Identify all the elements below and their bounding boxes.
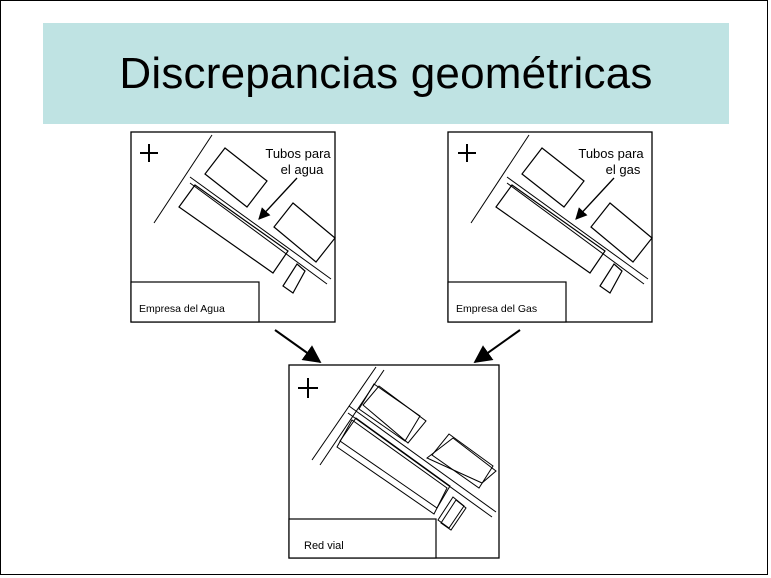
building-outline — [440, 499, 467, 531]
arrow-icon — [274, 329, 322, 364]
plus-icon — [298, 378, 318, 398]
road-line — [153, 134, 332, 285]
panel-roads: Red vial — [288, 364, 500, 559]
panel-water: Tubos para el agua Empresa del Agua — [130, 131, 336, 323]
page-title: Discrepancias geométricas — [119, 48, 653, 98]
building-outline — [178, 184, 289, 274]
panel-caption: Red vial — [304, 540, 344, 552]
building-outline — [495, 184, 606, 274]
note-label: Tubos para — [578, 146, 644, 161]
panel-gas: Tubos para el gas Empresa del Gas — [447, 131, 653, 323]
building-outline — [362, 385, 427, 444]
plus-icon — [458, 144, 476, 162]
building-outline — [521, 147, 585, 208]
building-outline — [282, 263, 306, 294]
building-outline — [599, 263, 623, 294]
caption-box — [130, 281, 260, 323]
plus-icon — [140, 144, 158, 162]
building-outline — [426, 437, 497, 484]
note-label: el agua — [281, 162, 324, 177]
road-line — [470, 134, 649, 285]
arrow-icon — [575, 177, 615, 220]
panel-caption: Empresa del Gas — [456, 303, 537, 315]
caption-box — [447, 281, 567, 323]
building-outline — [590, 202, 653, 263]
arrow-icon — [473, 329, 521, 364]
note-label: el gas — [606, 162, 641, 177]
building-outline — [339, 417, 451, 509]
arrow-icon — [258, 177, 298, 220]
building-outline — [204, 147, 268, 208]
panel-caption: Empresa del Agua — [139, 303, 225, 315]
building-outline — [273, 202, 336, 263]
title-band: Discrepancias geométricas — [43, 23, 729, 124]
caption-box — [288, 518, 437, 559]
building-outline — [431, 433, 494, 489]
note-label: Tubos para — [265, 146, 331, 161]
